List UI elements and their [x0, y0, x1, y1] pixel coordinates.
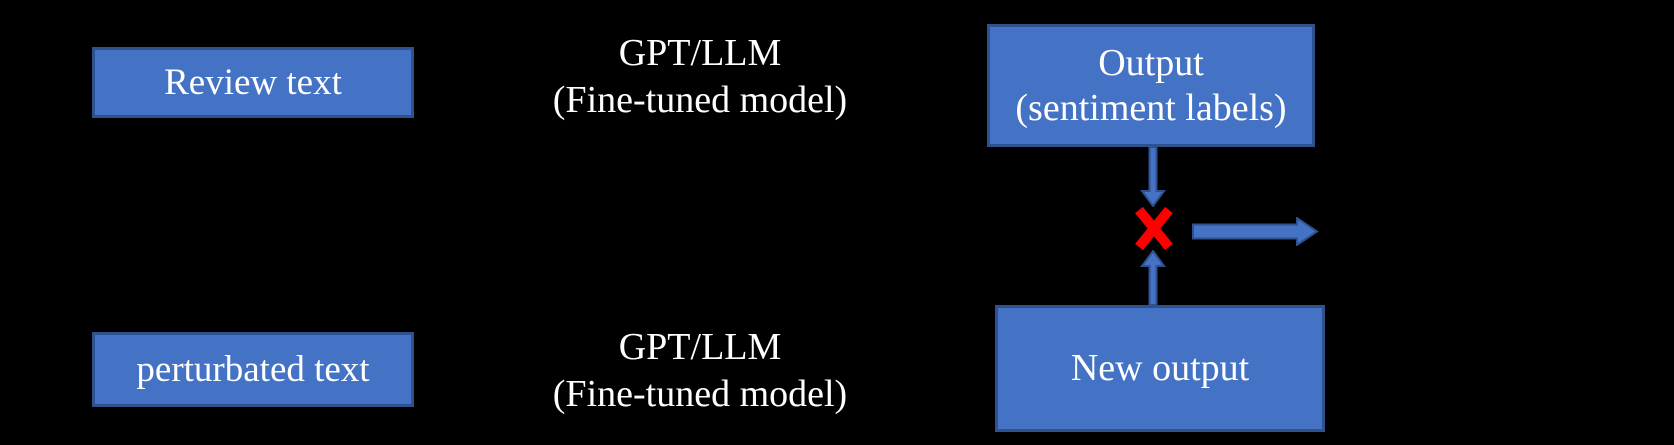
output-line1: Output — [1098, 41, 1204, 84]
model-bottom-line1: GPT/LLM — [618, 326, 782, 368]
arrow-up-icon — [1140, 250, 1166, 306]
arrow-down-icon — [1140, 146, 1166, 207]
perturbated-text-node: perturbated text — [92, 332, 414, 407]
model-top-label: GPT/LLM (Fine-tuned model) — [470, 30, 930, 124]
output-line2: (sentiment labels) — [1015, 86, 1287, 129]
review-text-label: Review text — [164, 61, 342, 103]
model-bottom-line2: (Fine-tuned model) — [552, 373, 848, 415]
new-output-node: New output — [995, 305, 1325, 432]
output-node: Output (sentiment labels) — [987, 24, 1315, 147]
model-top-line2: (Fine-tuned model) — [552, 79, 848, 121]
model-bottom-label: GPT/LLM (Fine-tuned model) — [470, 324, 930, 418]
red-x-icon — [1135, 206, 1173, 251]
arrow-right-icon — [1192, 217, 1319, 246]
model-top-line1: GPT/LLM — [618, 32, 782, 74]
review-text-node: Review text — [92, 47, 414, 118]
perturbated-text-label: perturbated text — [136, 348, 370, 390]
new-output-label: New output — [1070, 347, 1250, 390]
